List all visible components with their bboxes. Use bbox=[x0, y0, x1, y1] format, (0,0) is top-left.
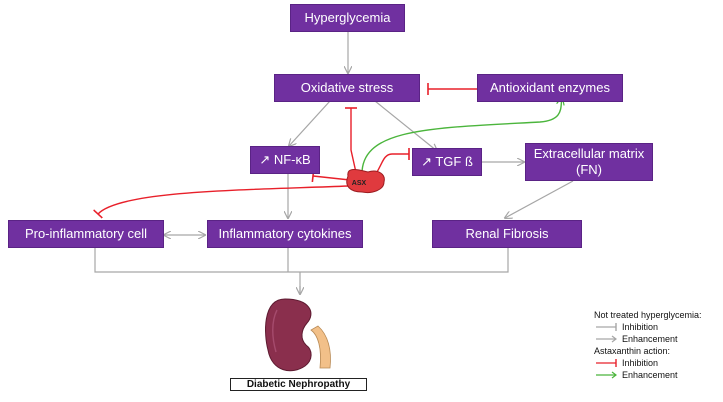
tgfb-node: ↗ TGF ß bbox=[412, 148, 482, 176]
asx-inhibits-oxidative bbox=[345, 107, 358, 178]
oxidative-to-nfkb-arrow bbox=[289, 100, 331, 146]
collector-to-kidney-arrow bbox=[94, 248, 509, 293]
renal-fibrosis-node: Renal Fibrosis bbox=[432, 220, 582, 248]
hyperglycemia-node: Hyperglycemia bbox=[290, 4, 405, 32]
ecm-line2: (FN) bbox=[576, 162, 602, 177]
proinflammatory-cell-node: Pro-inflammatory cell bbox=[8, 220, 164, 248]
oxidative-stress-node: Oxidative stress bbox=[274, 74, 420, 102]
legend: Not treated hyperglycemia: Inhibition En… bbox=[594, 309, 702, 381]
legend-text: Inhibition bbox=[622, 358, 659, 368]
extracellular-matrix-node: Extracellular matrix (FN) bbox=[525, 143, 653, 181]
legend-not-treated-inhibition: Inhibition bbox=[594, 321, 702, 333]
green-arrow-icon bbox=[596, 371, 617, 379]
asx-label: ASX bbox=[352, 180, 367, 187]
legend-text: Enhancement bbox=[622, 370, 678, 380]
legend-asx-inhibition: Inhibition bbox=[594, 357, 702, 369]
legend-text: Enhancement bbox=[622, 334, 678, 344]
antioxidant-enzymes-node: Antioxidant enzymes bbox=[477, 74, 623, 102]
legend-not-treated-title: Not treated hyperglycemia: bbox=[594, 310, 702, 320]
legend-text: Inhibition bbox=[622, 322, 659, 332]
legend-asx-enhancement: Enhancement bbox=[594, 369, 702, 381]
ecm-line1: Extracellular matrix bbox=[533, 146, 645, 161]
kidney-icon bbox=[265, 298, 331, 372]
gray-inhibition-icon bbox=[596, 323, 617, 331]
diabetic-nephropathy-label: Diabetic Nephropathy bbox=[230, 378, 367, 391]
red-inhibition-icon bbox=[596, 359, 617, 367]
legend-asx-title: Astaxanthin action: bbox=[594, 346, 671, 356]
nfkb-node: ↗ NF-κB bbox=[250, 146, 320, 174]
asx-enhances-antioxidant bbox=[361, 98, 562, 177]
asx-inhibits-proinflammatory-cell bbox=[93, 185, 349, 219]
oxidative-to-tgfb-arrow bbox=[374, 100, 437, 151]
asx-shape bbox=[346, 169, 385, 193]
inflammatory-cytokines-node: Inflammatory cytokines bbox=[207, 220, 363, 248]
asx-inhibits-nfkb bbox=[311, 169, 351, 183]
ecm-to-fibrosis-arrow bbox=[505, 180, 574, 218]
gray-arrow-icon bbox=[596, 335, 617, 343]
legend-not-treated-enhancement: Enhancement bbox=[594, 333, 702, 345]
